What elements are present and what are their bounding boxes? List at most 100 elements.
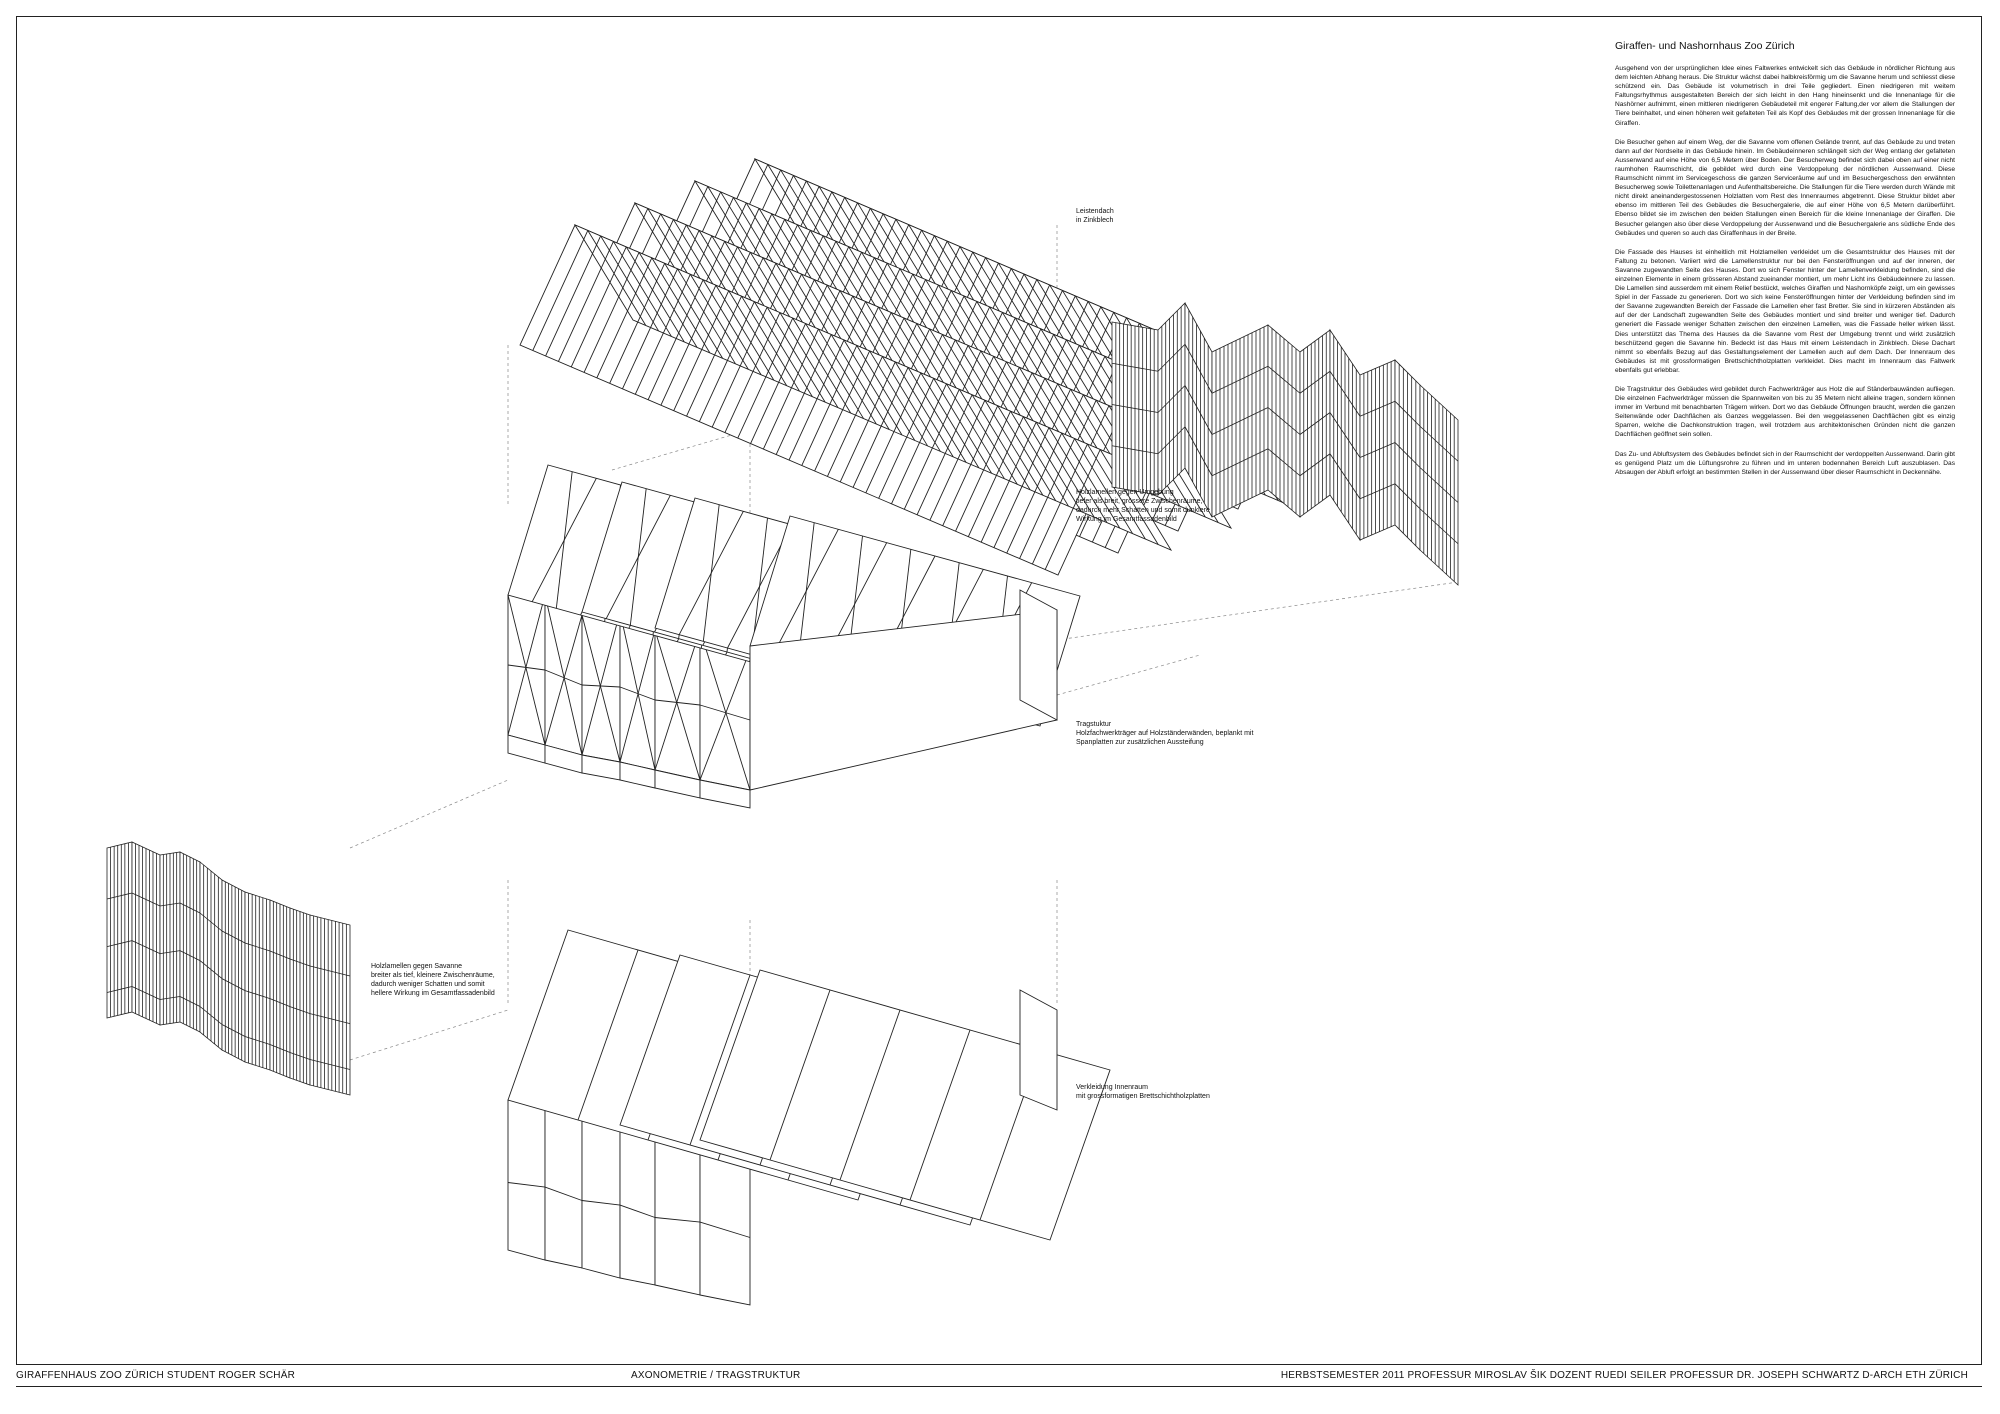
horizontal-batten: [1299, 453, 1331, 477]
roof-seam: [788, 339, 845, 461]
label-facade-south: Holzlamellen gegen Savanne breiter als t…: [371, 962, 506, 998]
roof-seam: [903, 389, 960, 510]
panel-joint: [769, 989, 831, 1161]
roof-seam: [792, 317, 852, 414]
roof-seam: [1035, 421, 1095, 518]
truss-web: [531, 478, 597, 602]
horizontal-batten: [269, 1044, 291, 1053]
horizontal-batten: [309, 1059, 351, 1070]
horizontal-batten: [1299, 412, 1331, 435]
interior-cladding-panels: [507, 929, 1111, 1306]
paragraph: Die Fassade des Hauses ist einheitlich m…: [1615, 248, 1955, 374]
panel-joint: [507, 1182, 546, 1188]
label-roof-text: in Zinkblech: [1076, 217, 1114, 224]
cladding-panel: [619, 1115, 656, 1286]
roof-seam: [801, 345, 858, 466]
roof-seam: [856, 345, 916, 441]
horizontal-batten: [106, 940, 133, 947]
roof-seam: [817, 328, 877, 425]
roof-seam: [753, 301, 813, 397]
panel-joint: [619, 1204, 656, 1218]
roof-seam: [570, 246, 627, 368]
footer-sheet-name: AXONOMETRIE / TRAGSTRUKTUR: [631, 1370, 801, 1381]
roof-seam: [741, 295, 800, 392]
footer-project-student: GIRAFFENHAUS ZOO ZÜRICH STUDENT ROGER SC…: [16, 1370, 295, 1381]
north-facade-lamellas: [1111, 302, 1459, 586]
paragraph: Ausgehend von der ursprünglichen Idee ei…: [1615, 65, 1955, 127]
roof-seam: [715, 285, 775, 381]
horizontal-batten: [221, 978, 246, 991]
horizontal-batten: [1267, 407, 1301, 435]
roof-seam: [1048, 427, 1108, 523]
horizontal-batten: [199, 960, 223, 979]
horizontal-batten: [1329, 371, 1361, 417]
roof-seam: [946, 383, 1005, 480]
roof-seam: [532, 230, 589, 351]
roof-seam: [1086, 443, 1146, 540]
horizontal-batten: [1157, 426, 1186, 455]
horizontal-batten: [199, 1006, 223, 1025]
cladding-panel: [654, 1132, 701, 1296]
roof-seam: [894, 361, 954, 458]
horizontal-batten: [1157, 343, 1186, 372]
horizontal-batten: [309, 965, 351, 977]
roof-seam: [673, 290, 730, 411]
footer-semester-chair: HERBSTSEMESTER 2011 PROFESSUR MIROSLAV Š…: [1280, 1370, 1968, 1381]
roof-seam: [638, 252, 698, 348]
horizontal-batten: [1111, 362, 1159, 372]
roof-seam: [750, 323, 806, 444]
roof-seam: [1061, 432, 1121, 529]
cladding-panel: [581, 1115, 621, 1279]
horizontal-batten: [309, 1013, 351, 1024]
horizontal-batten: [1329, 412, 1361, 458]
label-roof-title: Leistendach: [1076, 208, 1114, 215]
roof-seam: [779, 312, 839, 408]
horizontal-batten: [1184, 426, 1213, 476]
end-wall: [1019, 589, 1058, 721]
horizontal-batten: [221, 1024, 246, 1037]
label-facade-north-text: tiefer als breit, grössere Zwischenräume…: [1076, 498, 1210, 523]
horizontal-batten: [179, 996, 201, 1007]
truss-diagonal: [507, 594, 546, 736]
horizontal-batten: [179, 950, 201, 961]
roof-seam: [600, 235, 660, 332]
truss-chord: [581, 684, 621, 688]
roof-seam: [920, 372, 980, 469]
horizontal-batten: [1184, 344, 1213, 394]
horizontal-batten: [1184, 385, 1213, 435]
horizontal-batten: [1111, 445, 1159, 455]
ceiling-fold: [699, 969, 1111, 1241]
truss-chord: [619, 686, 656, 701]
horizontal-batten: [289, 1006, 311, 1014]
roof-seam: [997, 405, 1057, 501]
horizontal-batten: [106, 892, 133, 900]
label-interior: Verkleidung Innenraum mit grossformatige…: [1076, 1083, 1236, 1101]
roof-seam: [583, 252, 640, 373]
roof-seam: [647, 279, 704, 400]
paragraph: Die Tragstruktur des Gebäudes wird gebil…: [1615, 386, 1955, 439]
roof-seam: [852, 367, 909, 488]
horizontal-batten: [179, 902, 201, 914]
horizontal-batten: [199, 912, 223, 932]
roof-seam: [587, 230, 647, 326]
roof-seam: [724, 312, 781, 433]
horizontal-batten: [1359, 483, 1396, 500]
roof-seam: [558, 241, 614, 362]
roof-seam: [613, 241, 672, 337]
roof-seam: [955, 411, 1011, 532]
truss-diagonal: [619, 611, 656, 771]
label-facade-south-title: Holzlamellen gegen Savanne: [371, 963, 463, 970]
roof-seam: [958, 389, 1018, 485]
roof-seam: [967, 416, 1024, 537]
roof-seam: [1006, 432, 1063, 554]
horizontal-batten: [131, 940, 161, 954]
cladding-panel: [544, 1097, 583, 1269]
truss-diagonal: [654, 629, 701, 771]
roof-seam: [1022, 416, 1082, 512]
panel-joint: [699, 1221, 751, 1238]
footer-rule: [16, 1386, 1982, 1387]
roof-seam: [805, 323, 864, 419]
roof-seam: [980, 421, 1037, 543]
roof-seam: [660, 285, 717, 406]
